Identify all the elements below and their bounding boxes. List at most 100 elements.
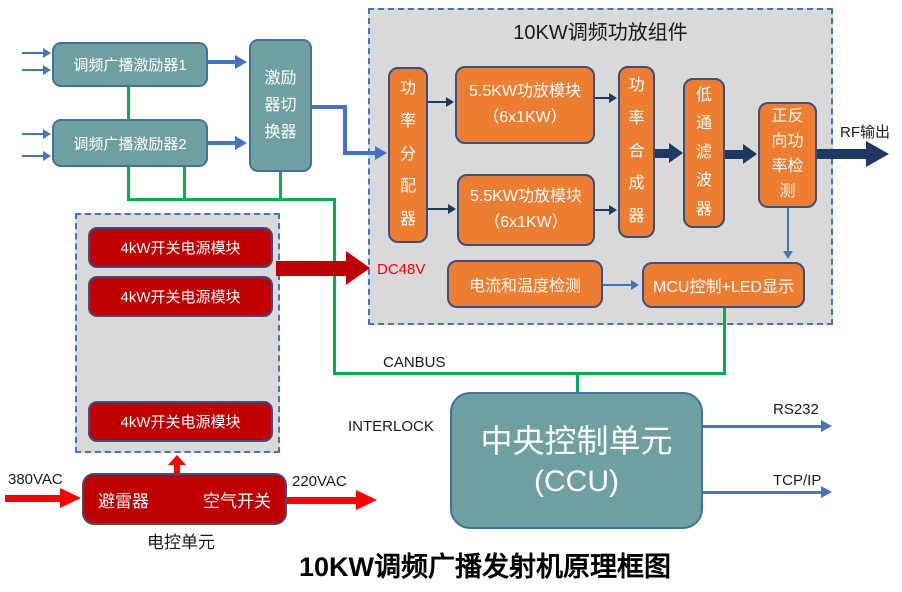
amp-module2-box: 5.5KW功放模块 （6x1KW）	[457, 174, 595, 246]
fwd-rev-detect-box: 正反向功率检测	[758, 102, 817, 208]
input-arrow-3-icon	[43, 129, 51, 139]
output-power-arrow-body	[287, 497, 357, 504]
amp-module1-line2: （6x1KW）	[483, 109, 567, 126]
exciter1-box: 调频广播激励器1	[52, 42, 208, 87]
exciter2-switcher-line	[208, 141, 236, 145]
exciter2-label: 调频广播激励器2	[73, 135, 187, 153]
combiner-lpf-arrow-body	[655, 149, 670, 158]
green-canbus-line	[333, 372, 726, 375]
psu1-label: 4kW开关电源模块	[120, 240, 241, 257]
arrester-label: 避雷器	[98, 491, 149, 511]
exciter1-switcher-line	[208, 60, 236, 64]
air-switch-label: 空气开关	[203, 491, 271, 511]
combiner-box: 功率合成器	[618, 66, 655, 238]
input-line-4	[22, 155, 44, 157]
lpf-detect-arrow-body	[725, 150, 744, 159]
switcher-out-line-h2	[343, 151, 376, 155]
rf-out-arrow-body	[817, 149, 867, 159]
power-psu-arrow-icon	[168, 455, 186, 465]
current-mcu-line	[603, 284, 631, 286]
tcpip-label: TCP/IP	[773, 472, 822, 489]
ccu-box: 中央控制单元 (CCU)	[450, 392, 703, 529]
amp2-combiner-arrow-icon	[609, 205, 617, 215]
ccu-title: 中央控制单元	[480, 423, 673, 460]
combiner-label: 功率合成器	[628, 77, 645, 226]
green-line-ex2-bus-a	[127, 167, 130, 201]
green-line-mcu	[723, 308, 726, 375]
current-mcu-arrow-icon	[631, 280, 639, 290]
amp-module1-line1: 5.5KW功放模块	[468, 83, 582, 101]
amp-module2-line1: 5.5KW功放模块	[469, 188, 583, 206]
tcpip-line	[703, 491, 822, 494]
rs232-label: RS232	[773, 401, 819, 418]
divider-amp1-line	[428, 101, 448, 103]
lpf-label: 低通滤波器	[695, 86, 712, 218]
green-line-down	[333, 198, 336, 375]
canbus-label: CANBUS	[383, 354, 446, 371]
divider-amp1-arrow-icon	[446, 97, 454, 107]
exciter1-switcher-arrow-icon	[235, 55, 247, 69]
switcher-out-arrow-icon	[375, 146, 387, 160]
lpf-detect-arrow-icon	[743, 144, 757, 164]
output-power-arrow-icon	[356, 490, 377, 510]
rf-out-label: RF输出	[840, 124, 890, 141]
input-line-2	[22, 69, 44, 71]
power-psu-arrow-body	[174, 463, 180, 473]
switcher-box: 激励器切换器	[249, 39, 312, 172]
divider-amp2-line	[428, 208, 450, 210]
lpf-box: 低通滤波器	[683, 78, 725, 228]
green-bus-top	[127, 198, 336, 201]
psu2-box: 4kW开关电源模块	[88, 276, 273, 317]
input-voltage-label: 380VAC	[8, 471, 63, 488]
rf-out-arrow-icon	[866, 141, 889, 167]
psu-dc48v-arrow-body	[276, 261, 347, 276]
green-line-ex1-ex2	[127, 87, 130, 120]
exciter1-label: 调频广播激励器1	[73, 57, 187, 74]
input-power-arrow-body	[5, 495, 61, 502]
amp-module1-box: 5.5KW功放模块 （6x1KW）	[455, 66, 595, 144]
mcu-box: MCU控制+LED显示	[642, 262, 805, 308]
input-power-arrow-icon	[60, 488, 81, 508]
green-line-switcher-bus	[279, 172, 282, 201]
power-control-box: 避雷器 空气开关	[82, 473, 287, 525]
current-temp-label: 电流和温度检测	[468, 278, 581, 295]
detect-mcu-line	[787, 208, 789, 252]
fwd-rev-detect-label: 正反向功率检测	[771, 108, 804, 200]
divider-amp2-arrow-icon	[448, 204, 456, 214]
input-arrow-1-icon	[43, 48, 51, 58]
switcher-label: 激励器切换器	[264, 69, 297, 142]
input-arrow-2-icon	[43, 65, 51, 75]
exciter2-switcher-arrow-icon	[235, 136, 247, 150]
current-temp-box: 电流和温度检测	[447, 260, 603, 308]
input-line-1	[22, 52, 44, 54]
amp-module2-line2: （6x1KW）	[484, 214, 568, 231]
psu-dc48v-arrow-icon	[346, 251, 370, 285]
dc48v-label: DC48V	[377, 261, 426, 278]
power-unit-label: 电控单元	[147, 533, 215, 552]
amp1-combiner-arrow-icon	[609, 93, 617, 103]
detect-mcu-arrow-icon	[783, 251, 793, 259]
green-line-ex2-bus-b	[183, 167, 186, 201]
psu3-box: 4kW开关电源模块	[88, 401, 273, 442]
input-line-3	[22, 133, 44, 135]
switcher-out-line-v	[343, 105, 347, 155]
tcpip-arrow-icon	[821, 486, 832, 498]
psu2-label: 4kW开关电源模块	[120, 289, 241, 306]
amp1-combiner-line	[595, 97, 611, 99]
power-divider-label: 功率分配器	[399, 80, 416, 229]
combiner-lpf-arrow-icon	[669, 143, 683, 163]
green-line-ccu	[576, 372, 579, 393]
input-arrow-4-icon	[43, 151, 51, 161]
mcu-label: MCU控制+LED显示	[653, 279, 794, 296]
power-divider-box: 功率分配器	[388, 67, 428, 243]
interlock-label: INTERLOCK	[348, 418, 434, 435]
psu3-label: 4kW开关电源模块	[120, 414, 241, 431]
amp-panel-title: 10KW调频功放组件	[513, 22, 688, 44]
switcher-out-line-h1	[312, 105, 343, 109]
diagram-caption: 10KW调频广播发射机原理框图	[298, 552, 671, 582]
rs232-arrow-icon	[821, 420, 832, 432]
ccu-subtitle: (CCU)	[534, 465, 619, 499]
psu1-box: 4kW开关电源模块	[88, 227, 273, 268]
exciter2-box: 调频广播激励器2	[52, 119, 208, 167]
